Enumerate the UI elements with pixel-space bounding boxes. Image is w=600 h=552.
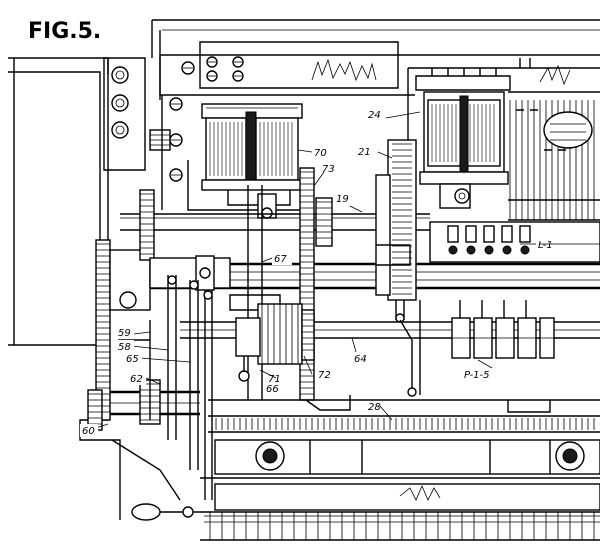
hand-lever: [111, 439, 200, 521]
ref-64: 64: [354, 354, 367, 365]
reference-labels: 24 70 73 21 19 L-1 67 59 58 65 64 62 71 …: [80, 108, 553, 437]
gear-73: [315, 197, 333, 247]
ref-P1-5: P-1-5: [464, 370, 489, 381]
ref-59: 59: [118, 328, 131, 339]
ref-67: 67: [274, 254, 287, 265]
coil-assembly-70: [201, 103, 303, 219]
ref-21: 21: [358, 147, 371, 158]
drum-21: [375, 139, 421, 397]
ref-24: 24: [368, 110, 381, 121]
relay-frame: [407, 58, 600, 200]
cam-set-P1-5: [451, 300, 555, 359]
ref-62: 62: [130, 374, 143, 385]
contact-spring-bank: [508, 91, 600, 221]
ref-58: 58: [118, 342, 131, 353]
clutch-drum-66: [235, 303, 315, 382]
gear-train-left: [87, 189, 231, 431]
type-bar-28: [200, 399, 600, 541]
top-plate: [159, 41, 600, 211]
ref-71: 71: [268, 374, 281, 385]
ref-65: 65: [126, 354, 139, 365]
ref-L1: L-1: [538, 240, 553, 251]
left-mounting-plate: [103, 57, 171, 171]
ref-72: 72: [318, 370, 331, 381]
ref-28: 28: [368, 402, 381, 413]
ref-19: 19: [336, 194, 349, 205]
leader-lines: [95, 111, 536, 429]
ref-66: 66: [266, 384, 279, 395]
ref-70: 70: [314, 148, 327, 159]
ref-60: 60: [82, 426, 95, 437]
terminal-block-L1: [429, 221, 600, 263]
ref-73: 73: [322, 164, 335, 175]
relay-block-24: [419, 91, 509, 209]
lever-links: [118, 275, 213, 500]
figure-title: FIG.5.: [28, 19, 101, 44]
